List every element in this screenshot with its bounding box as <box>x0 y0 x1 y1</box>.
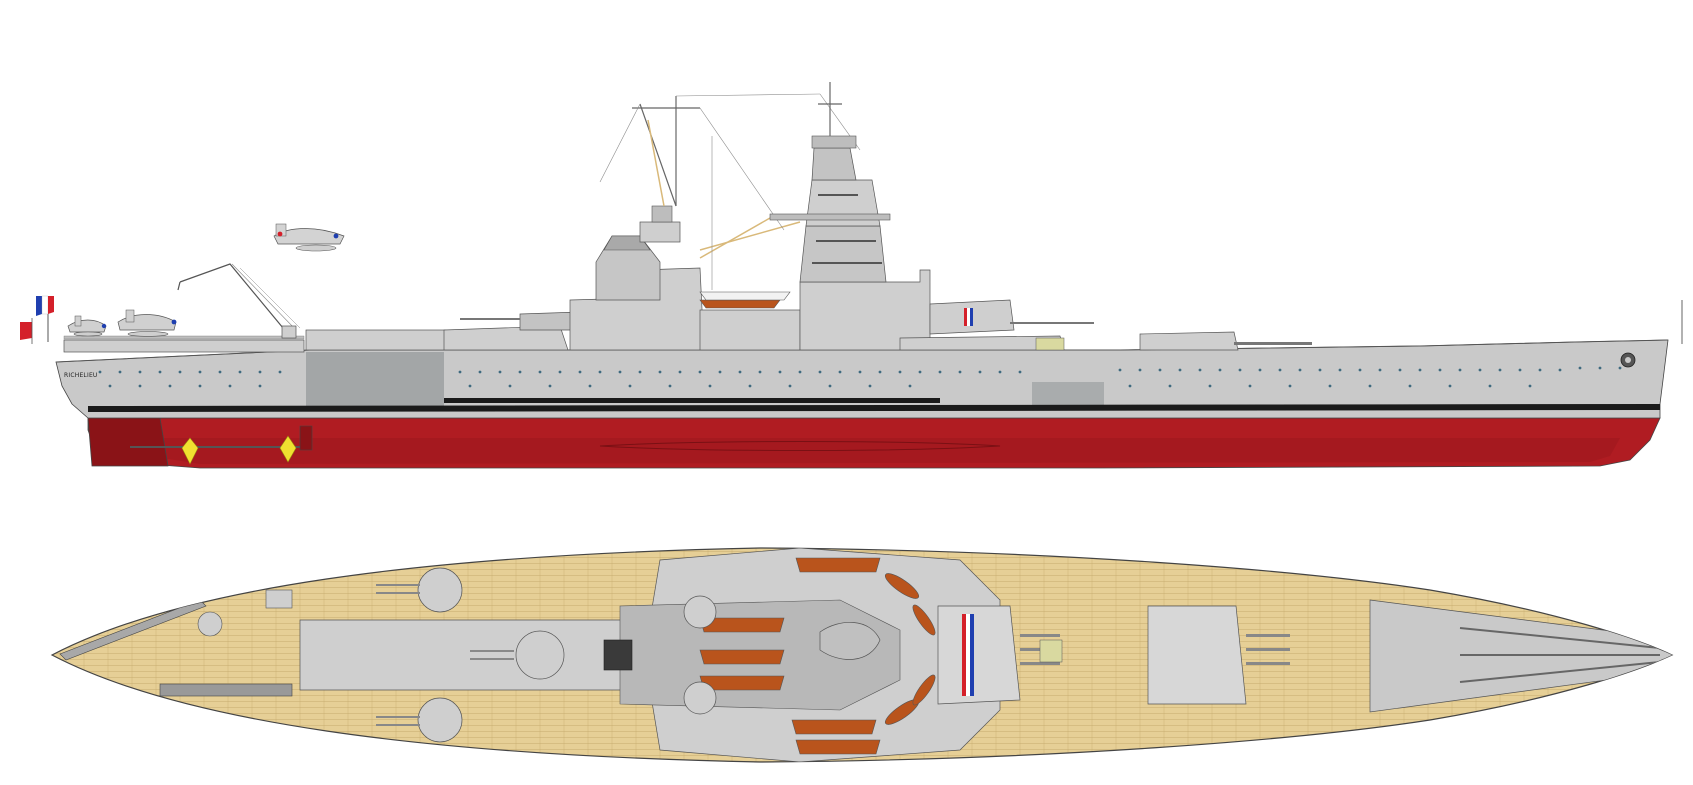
porthole-row-upper <box>98 366 1622 374</box>
aft-mast <box>632 96 700 207</box>
french-tricolour-flag-icon <box>964 308 973 326</box>
plan-catapult <box>159 683 293 697</box>
aircraft-deck-rail <box>63 335 305 340</box>
plan-crane-arm <box>59 599 207 661</box>
aircraft-crane <box>177 263 301 339</box>
boat-deck <box>699 309 801 351</box>
aft-deckhouse <box>305 329 447 351</box>
propeller-icon <box>181 435 297 465</box>
rigging-lines <box>599 93 861 290</box>
main-turret-1-barrel <box>1234 342 1312 345</box>
boot-topping <box>88 404 1660 412</box>
plan-main-turret-1-barrels <box>1246 634 1290 665</box>
boat-stack <box>1035 337 1065 351</box>
plan-secondary-turrets <box>417 567 717 743</box>
plan-ready-boxes <box>1039 639 1063 663</box>
bow-emblem-icon <box>1620 352 1636 368</box>
plan-turntable <box>197 611 223 637</box>
plan-hangar-grid <box>603 639 633 671</box>
plan-small-turret <box>265 589 293 609</box>
forward-secondary-barrel <box>1010 322 1094 324</box>
rudder <box>299 425 313 451</box>
rangefinder-arm <box>769 213 891 221</box>
aft-barrel <box>460 318 520 320</box>
aircraft-deck <box>63 339 305 353</box>
floatplane-icon <box>273 223 345 252</box>
aft-director <box>651 205 673 223</box>
ensign-flag-icon <box>20 318 33 344</box>
anchor-chains <box>1459 627 1661 683</box>
foremast <box>818 82 842 136</box>
floatplane-icon <box>67 315 107 337</box>
french-tricolour-flag-icon <box>962 614 974 696</box>
plan-main-turret-2 <box>937 605 1021 705</box>
boat-amidships-2 <box>699 291 791 301</box>
belt-line <box>444 398 940 403</box>
plan-secondary-barrels <box>376 584 514 726</box>
plan-boats <box>699 557 881 755</box>
armor-belt-patch-aft <box>306 352 444 408</box>
side-profile: RICHELIEU <box>20 82 1683 469</box>
deck-plan <box>50 547 1674 763</box>
lower-hull-shading <box>140 438 1620 464</box>
rangefinder-top <box>811 135 857 149</box>
propeller-shaft <box>130 446 310 448</box>
plan-funnel <box>819 621 881 660</box>
plan-motor-launches <box>884 573 936 725</box>
aft-fire-control <box>639 221 681 243</box>
plan-main-turret-1 <box>1147 605 1247 705</box>
funnel-cap <box>603 235 651 251</box>
boat-amidships-1 <box>699 299 781 309</box>
skeg <box>87 417 169 467</box>
tower-windows <box>812 194 882 264</box>
tower-top <box>811 147 857 181</box>
floatplane-icon <box>117 309 177 337</box>
main-turret-1 <box>1139 331 1239 351</box>
porthole-row-lower <box>108 384 1532 388</box>
hull-name-label: RICHELIEU <box>64 372 98 379</box>
bilge-keel <box>599 441 1001 451</box>
conning-tower <box>799 225 887 283</box>
boat-crane-booms <box>647 119 801 259</box>
french-tricolour-flag-icon <box>36 295 54 342</box>
armor-belt-patch-fwd <box>1032 382 1104 406</box>
